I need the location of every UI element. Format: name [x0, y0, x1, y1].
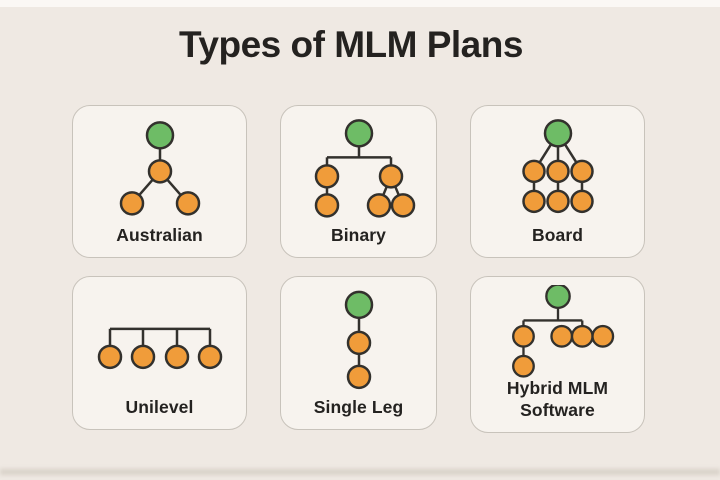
unilevel-plan-tree-icon	[97, 327, 222, 370]
card-binary: Binary	[280, 105, 437, 258]
card-single-leg: Single Leg	[280, 276, 437, 430]
card-label-hybrid-mlm-software: Hybrid MLM Software	[506, 378, 609, 420]
card-unilevel: Unilevel	[72, 276, 247, 430]
page-title: Types of MLM Plans	[179, 24, 523, 65]
card-label-australian: Australian	[116, 224, 203, 245]
binary-plan-tree-icon	[314, 119, 415, 218]
top-edge-strip	[0, 0, 720, 7]
card-australian: Australian	[72, 105, 247, 258]
card-label-binary: Binary	[330, 224, 387, 245]
single-leg-plan-tree-icon	[344, 290, 373, 390]
card-label-unilevel: Unilevel	[125, 396, 194, 417]
card-label-board: Board	[531, 224, 584, 245]
board-plan-tree-icon	[521, 119, 594, 214]
card-hybrid-mlm-software: Hybrid MLM Software	[470, 276, 645, 433]
bottom-edge-shadow	[0, 469, 720, 475]
card-board: Board	[470, 105, 645, 258]
australian-plan-tree-icon	[119, 121, 200, 216]
card-label-single-leg: Single Leg	[313, 396, 404, 417]
hybrid-plan-tree-icon	[511, 285, 614, 378]
